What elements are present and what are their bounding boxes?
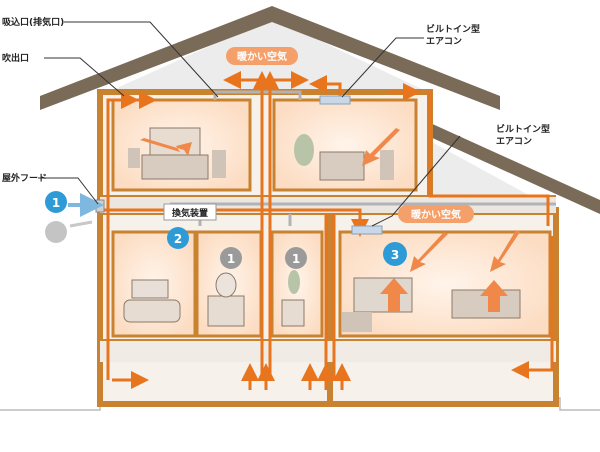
builtin-ac-upper-line2: エアコン — [426, 36, 462, 47]
ventilation-unit-box — [163, 203, 217, 221]
builtin-ac-lower-line2: エアコン — [496, 136, 532, 147]
ground — [0, 397, 600, 448]
room-study — [272, 98, 418, 192]
leader-ac-lower — [371, 135, 461, 227]
warm-air-lower-bg — [398, 205, 474, 223]
airflow-lines — [104, 71, 554, 390]
leader-lines — [38, 21, 461, 227]
leader-outlet — [44, 57, 125, 97]
warm-air-upper-label: 暖かい空気 — [237, 50, 287, 63]
badge-toilet-room: 1 — [285, 247, 307, 269]
badge-outdoor-in: 1 — [45, 191, 67, 213]
airflow-to-3-room — [300, 208, 369, 237]
warm-arrow-living-1 — [410, 232, 448, 272]
duct-1 — [213, 90, 302, 100]
airflow-room-right — [511, 236, 554, 379]
svg-text:1: 1 — [227, 252, 235, 266]
warm-arrow-up-1 — [380, 278, 408, 312]
room-bathroom — [111, 230, 197, 338]
builtin-ac-lower — [351, 225, 383, 235]
svg-text:1: 1 — [292, 252, 300, 266]
warm-arrow-bedroom — [140, 138, 192, 156]
warm-arrow-study — [362, 128, 400, 166]
badge-living-room: 3 — [383, 242, 407, 266]
intake-label: 吸込口(排気口) — [2, 16, 64, 28]
svg-text:3: 3 — [391, 248, 399, 262]
leader-outdoor-hood — [38, 177, 99, 205]
badge-ventilation-unit: 2 — [167, 227, 189, 249]
builtin-ac-lower-line1: ビルトイン型 — [496, 123, 550, 135]
leader-intake — [64, 21, 219, 98]
leader-ac-upper — [341, 37, 424, 98]
builtin-ac-upper-line1: ビルトイン型 — [426, 23, 480, 35]
lower-roof — [428, 122, 600, 214]
svg-text:2: 2 — [174, 232, 182, 246]
airflow-ac-return — [428, 92, 550, 226]
room-living — [338, 230, 552, 338]
outlet-label: 吹出口 — [2, 52, 29, 64]
warm-air-arrows — [140, 128, 520, 312]
badge-exhaust-out — [45, 221, 67, 243]
outdoor-hood-label: 屋外フード — [2, 172, 47, 184]
second-floor-attic-space — [428, 140, 556, 210]
badge-bath-room: 1 — [220, 247, 242, 269]
airflow-attic-feed — [309, 75, 342, 96]
room-bedroom — [111, 98, 252, 192]
exhaust-out-arrow — [69, 220, 93, 228]
builtin-ac-upper — [319, 95, 351, 105]
warm-air-upper-bg — [226, 47, 298, 65]
outdoor-hood — [95, 199, 105, 213]
warm-arrow-up-2 — [480, 280, 508, 312]
ventilation-unit-label: 換気装置 — [172, 207, 208, 219]
svg-text:1: 1 — [52, 196, 60, 210]
warm-air-lower-label: 暖かい空気 — [411, 208, 461, 221]
warm-arrow-living-2 — [490, 230, 520, 272]
